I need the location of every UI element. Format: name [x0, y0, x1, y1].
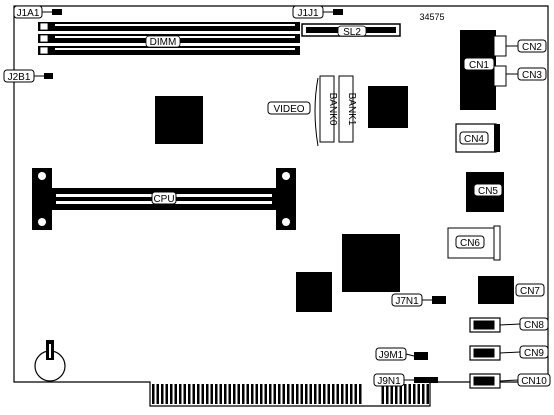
dimm-label: DIMM — [150, 37, 177, 48]
part-number: 34575 — [419, 12, 444, 22]
audio-jacks — [469, 317, 501, 389]
bank0-label: BANK0 — [327, 93, 338, 126]
j1j1-label: J1J1 — [297, 8, 319, 19]
chip-upper-left — [155, 96, 203, 144]
cn6-label: CN6 — [460, 238, 480, 249]
chip-center — [342, 234, 400, 292]
cn7-label: CN7 — [520, 286, 540, 297]
cn9-label: CN9 — [524, 348, 544, 359]
cn7-connector — [478, 276, 514, 304]
j2b1-label: J2B1 — [8, 72, 31, 83]
cn10-label: CN10 — [521, 376, 547, 387]
bank1-label: BANK1 — [346, 93, 357, 126]
battery — [34, 340, 66, 382]
j1a1-label: J1A1 — [17, 8, 40, 19]
cn8-label: CN8 — [524, 320, 544, 331]
cn1-label: CN1 — [469, 60, 489, 71]
j9m1-label: J9M1 — [379, 350, 404, 361]
edge-connector — [152, 384, 429, 404]
cn3-label: CN3 — [522, 70, 542, 81]
chip-video — [368, 86, 408, 128]
j7n1-jumper — [432, 296, 446, 304]
j1j1-jumper — [333, 9, 343, 15]
bank0-socket — [319, 75, 335, 143]
j7n1-label: J7N1 — [395, 296, 419, 307]
j9m1-jumper — [414, 352, 428, 360]
video-label: VIDEO — [273, 104, 304, 115]
j2b1-jumper — [44, 73, 53, 79]
chip-lower — [296, 272, 332, 312]
sl2-label: SL2 — [343, 27, 361, 38]
j9n1-jumper — [414, 377, 438, 383]
bank1-socket — [338, 75, 354, 143]
cn5-label: CN5 — [478, 186, 498, 197]
cn4-label: CN4 — [464, 134, 484, 145]
j9n1-label: J9N1 — [377, 376, 401, 387]
j1a1-jumper — [52, 9, 62, 15]
cn2-label: CN2 — [522, 42, 542, 53]
cpu-label: CPU — [153, 194, 174, 205]
